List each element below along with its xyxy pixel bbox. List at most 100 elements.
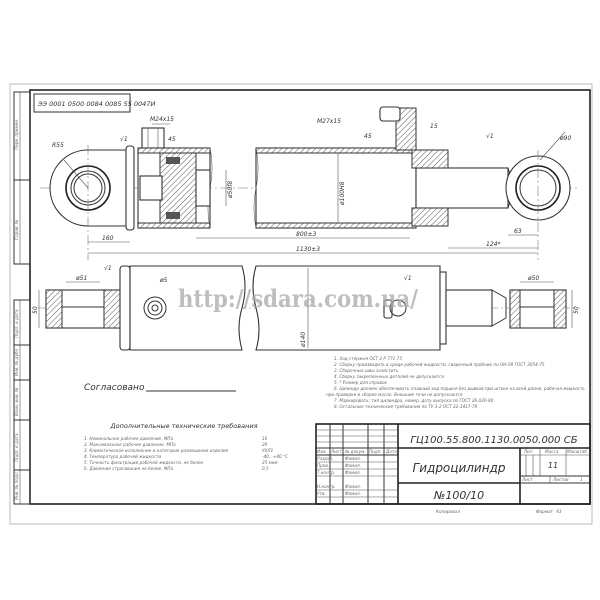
strip-label: Справ. №	[14, 219, 19, 240]
technical-requirements: Дополнительные технические требования 1.…	[84, 422, 288, 471]
note: 8. Остальные технические требования по Т…	[334, 404, 478, 409]
cylinder-barrel-right	[255, 147, 417, 229]
role-name: Фамил.	[345, 491, 361, 496]
roughness-mark: √1	[120, 136, 128, 143]
role-name: Фамил.	[345, 470, 361, 475]
dim-clevis-width-right: ø50	[527, 275, 539, 282]
piston-nut	[139, 175, 163, 201]
strip-label: Взам. инв. №	[14, 387, 19, 416]
roughness-mark: ø5	[159, 277, 168, 284]
note: 7. Маркировать: тип цилиндра, номер, дат…	[334, 398, 494, 403]
strip-label: Инв. № подл.	[14, 471, 19, 500]
column-header: Лист	[330, 449, 342, 454]
piston	[159, 152, 197, 224]
drawing-frame	[29, 89, 591, 505]
column-header: Изм.	[317, 449, 327, 454]
strip-label: Подп. и дата	[14, 309, 19, 338]
port-fitting-right	[395, 107, 417, 151]
requirement-text: 4. Температура рабочей жидкости	[84, 454, 161, 459]
sheets-count: 1	[580, 477, 583, 482]
note: 2. Сборку производить в среде рабочей жи…	[334, 362, 545, 367]
section-view: R55 M24x15 45 M27x15 45 15 160 800±3 113…	[40, 106, 580, 260]
format-label: Формат	[536, 509, 554, 514]
barrel-left	[129, 265, 246, 351]
dim-barrel-diameter: ø140	[300, 332, 307, 348]
column-header: № докум.	[344, 449, 366, 454]
roughness-mark: √1	[404, 275, 412, 282]
dim-bore: ø50f8	[227, 181, 234, 199]
stamp-code-box	[33, 93, 131, 113]
watermark: http://sdara.com.ua/	[178, 284, 418, 313]
dim-stroke: 800±3	[296, 231, 316, 238]
requirement-value: УХЛ1	[262, 448, 274, 453]
dim-eye-radius: R55	[52, 142, 64, 149]
note: 3. Сборочные швы зачистить	[334, 368, 399, 373]
requirement-value: 25 мкм	[262, 460, 278, 465]
rear-eye	[49, 149, 131, 227]
stamp-code: ЭЭ 0001 0500 0084 0085 55 0047И	[37, 100, 155, 108]
roughness-mark: √1	[104, 265, 112, 272]
requirement-text: 2. Максимальное рабочее давление, МПа	[84, 442, 176, 447]
side-view: ø51 ø50 50 50 ø140 √1 √1 ø5 http://sdara…	[32, 265, 580, 351]
sheet-outer-border	[9, 83, 593, 525]
dim-port-right: M27x15	[317, 118, 341, 125]
column-header: Дата	[385, 449, 397, 454]
note: 5. * Размер для справок	[334, 380, 388, 385]
strip-label: Перв. примен.	[14, 119, 19, 150]
piston-rod	[415, 167, 509, 209]
role-name: Фамил.	[345, 463, 361, 468]
requirement-value: -40...+80 °С	[262, 454, 288, 459]
general-notes: 1. Ход стержня ОСТ 2 Р 771-75 2. Сборку …	[326, 356, 585, 409]
sheet-label: Лист	[521, 477, 533, 482]
dim-eye-to-cylinder: 160	[102, 235, 114, 242]
note: 6. Цилиндр должен обеспечивать плавный х…	[334, 386, 585, 391]
document-number: ГЦ100.55.800.1130.0050.000 СБ	[410, 435, 577, 446]
requirement-text: 3. Климатическое исполнение и категория …	[84, 448, 229, 453]
role-label: Т.контр.	[317, 470, 335, 475]
dim-clevis-width-left: ø51	[75, 275, 87, 282]
dim-port-height-right: 45	[364, 133, 372, 140]
requirements-title: Дополнительные технические требования	[110, 422, 258, 430]
format-value: А3	[555, 509, 562, 514]
dim-port-height-left: 45	[168, 136, 176, 143]
port-fitting-left	[141, 127, 165, 149]
sheets-label: Листов	[552, 477, 569, 482]
requirement-text: 6. Давление страгивания не более, МПа	[84, 466, 174, 471]
dim-rod-end: 124*	[486, 241, 500, 248]
left-margin-strip-top: Перв. примен. Справ. №	[13, 91, 31, 265]
product-name: Гидроцилиндр	[413, 461, 506, 475]
port-left	[143, 296, 167, 320]
requirement-value: 0,5	[262, 466, 269, 471]
requirement-text: 5. Точность фильтрации рабочей жидкости,…	[84, 460, 204, 465]
scale-label: Масштаб	[567, 449, 587, 454]
strip-label: Подп. и дата	[14, 433, 19, 462]
left-margin-strip-bottom: Подп. и дата Инв. № дубл. Взам. инв. № П…	[13, 299, 31, 505]
role-label: Н.контр.	[317, 484, 336, 489]
title-block: ГЦ100.55.800.1130.0050.000 СБ Гидроцилин…	[315, 423, 591, 514]
note: 1. Ход стержня ОСТ 2 Р 771-75	[334, 356, 402, 361]
dim-tube: ø100H8	[339, 181, 346, 206]
roughness-mark: √1	[486, 133, 494, 140]
note: 4. Сборку закрепленных деталей не допуск…	[334, 374, 444, 379]
dimension-lines	[63, 123, 566, 254]
rod-side	[445, 289, 493, 327]
mass-value: 11	[548, 461, 558, 470]
dim-clevis-height-left: 50	[32, 306, 39, 314]
role-label: Разраб.	[317, 456, 333, 461]
note: при проверке и сборке масло. Внешние теч…	[326, 392, 463, 397]
mass-label: Масса	[545, 449, 559, 454]
dim-clevis-height-right: 50	[573, 306, 580, 314]
role-label: Утв.	[317, 491, 326, 496]
requirement-value: 16	[262, 436, 268, 441]
piston-rod-section	[195, 169, 211, 207]
barrel-right	[252, 265, 441, 351]
role-name: Фамил.	[345, 484, 361, 489]
requirement-value: 20	[262, 442, 268, 447]
dim-overall: 1130±3	[296, 246, 320, 253]
dim-port-left: M24x15	[150, 116, 174, 123]
dim-eye-offset: 63	[514, 228, 522, 235]
product-model: №100/10	[433, 489, 484, 502]
dim-eye-diameter: ø90	[559, 135, 571, 142]
dim-port-depth: 15	[430, 123, 438, 130]
